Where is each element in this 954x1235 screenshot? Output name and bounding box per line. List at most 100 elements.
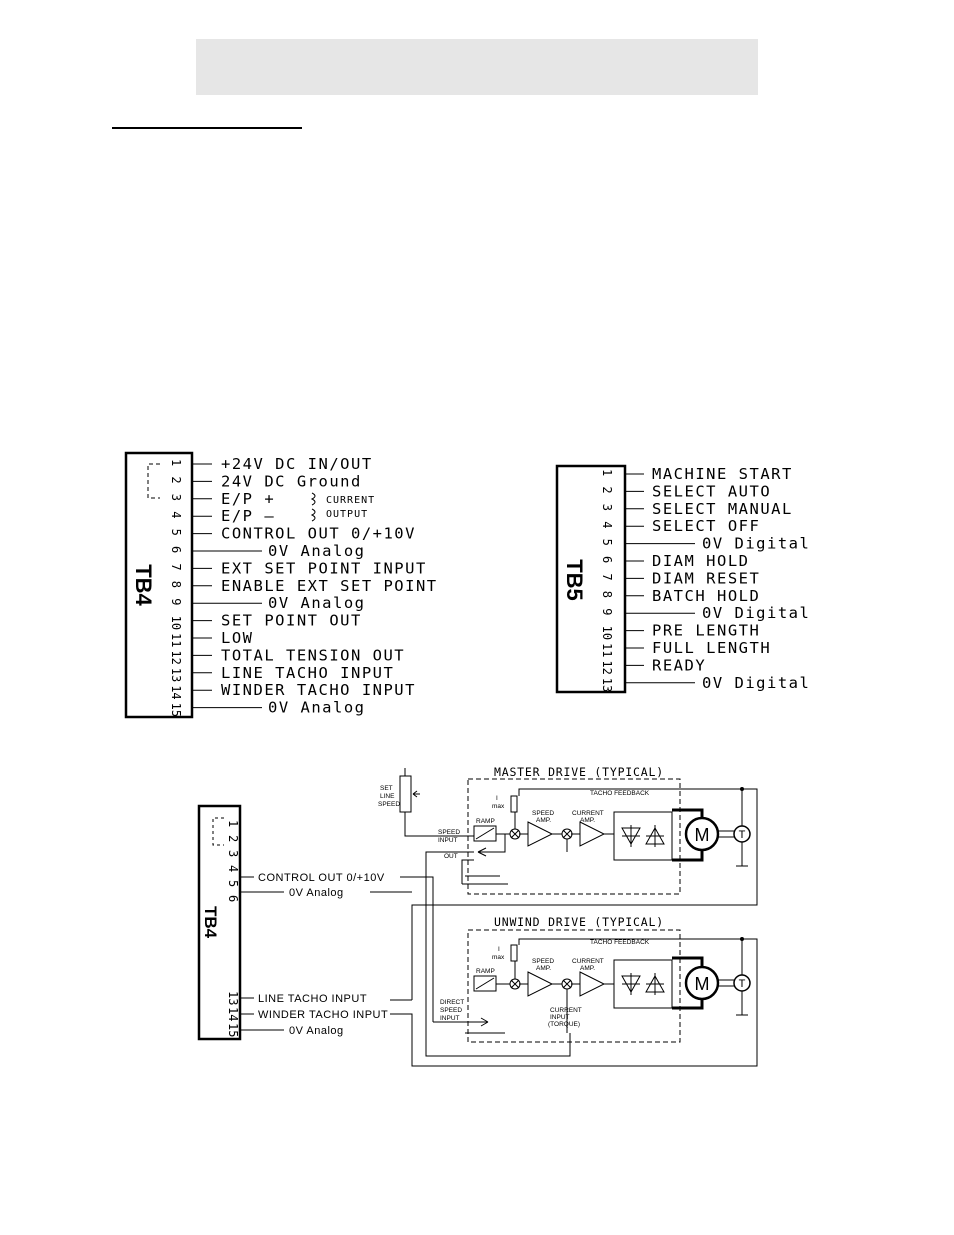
tb5-pin-label: DIAM HOLD bbox=[652, 552, 750, 570]
master-out: OUT bbox=[444, 853, 458, 860]
unwind-shaft bbox=[718, 979, 734, 987]
tb5-pin-number: 6 bbox=[600, 556, 614, 563]
tb5-pin-label: SELECT OFF bbox=[652, 517, 760, 535]
master-drive-title: MASTER DRIVE (TYPICAL) bbox=[494, 765, 664, 779]
unwind-ramp-label: RAMP bbox=[476, 968, 495, 975]
tb4-pin-number: 13 bbox=[169, 668, 183, 682]
wiring-pin-label: 0V Analog bbox=[289, 887, 344, 899]
tb5-pin-number: 12 bbox=[600, 660, 614, 674]
unwind-current-amp-1: CURRENT bbox=[572, 958, 604, 965]
wiring-pin-number: 3 bbox=[226, 850, 240, 857]
tb5-pin-number: 8 bbox=[600, 591, 614, 598]
tb5-pin-number: 9 bbox=[600, 608, 614, 615]
tb5-pin-number: 5 bbox=[600, 539, 614, 546]
tb5-pin-number: 3 bbox=[600, 504, 614, 511]
tb4-pin-number: 7 bbox=[169, 563, 183, 570]
tb4-pin-number: 5 bbox=[169, 529, 183, 536]
unwind-imax-1: I bbox=[498, 946, 500, 953]
winder-tacho-wire bbox=[411, 938, 758, 1067]
wiring-jumper bbox=[212, 817, 224, 846]
tb4-pin-label: CONTROL OUT 0/+10V bbox=[221, 525, 416, 543]
unwind-direct-speed-3: INPUT bbox=[440, 1015, 460, 1022]
master-current-amp-1: CURRENT bbox=[572, 810, 604, 817]
master-sum1-x bbox=[510, 829, 520, 839]
master-node bbox=[740, 787, 744, 791]
tb4-pin-label: LINE TACHO INPUT bbox=[221, 664, 394, 682]
tb5-pin-number: 7 bbox=[600, 573, 614, 580]
tb4-pin-label: 0V Analog bbox=[268, 542, 366, 560]
wiring-pin-label: WINDER TACHO INPUT bbox=[258, 1009, 388, 1021]
master-ramp-slope bbox=[475, 827, 495, 840]
header-bar bbox=[196, 39, 758, 95]
master-motor-label: M bbox=[695, 825, 710, 845]
line-tacho-wire bbox=[411, 788, 758, 1000]
tb4-pin-number: 4 bbox=[169, 511, 183, 518]
master-out-arrow bbox=[477, 834, 506, 857]
tb4-current-note: CURRENT bbox=[326, 495, 375, 506]
master-tacho-label: T bbox=[739, 829, 746, 841]
master-sum2-x bbox=[562, 829, 572, 839]
tb5-pin-number: 10 bbox=[600, 626, 614, 640]
master-ramp-label: RAMP bbox=[476, 818, 495, 825]
pot-wiper bbox=[404, 768, 420, 820]
wiring-pin-number: 14 bbox=[226, 1007, 240, 1021]
master-set-line-speed-2: LINE bbox=[380, 793, 395, 800]
master-thyristors bbox=[621, 825, 665, 847]
master-set-line-speed-3: SPEED bbox=[378, 801, 400, 808]
out-to-current-input-wire bbox=[425, 851, 571, 1057]
master-speed-input-1: SPEED bbox=[438, 829, 460, 836]
wiring-pin-number: 4 bbox=[226, 865, 240, 872]
tb5-pin-label: READY bbox=[652, 656, 706, 674]
tb5-pin-number: 2 bbox=[600, 486, 614, 493]
tb4-pin-label: EXT SET POINT INPUT bbox=[221, 559, 427, 577]
tb4-pin-label: E/P – bbox=[221, 507, 275, 525]
master-ground bbox=[462, 875, 508, 885]
tb5-pin-label: DIAM RESET bbox=[652, 569, 760, 587]
unwind-imax-pot bbox=[510, 944, 518, 962]
tb4-pin-label: ENABLE EXT SET POINT bbox=[221, 577, 438, 595]
unwind-motor bbox=[684, 965, 720, 1001]
unwind-direct-arrow bbox=[460, 1017, 489, 1027]
wiring-tb4-block bbox=[197, 804, 242, 1041]
master-speed-amp-1: SPEED bbox=[532, 810, 554, 817]
tb4-brace bbox=[310, 492, 316, 522]
unwind-speed-amp bbox=[527, 971, 554, 997]
unwind-current-amp bbox=[579, 971, 606, 997]
tb5-pin-number: 1 bbox=[600, 469, 614, 476]
master-motor bbox=[684, 816, 720, 852]
unwind-thyristor-bridge bbox=[613, 959, 673, 1009]
master-speed-amp bbox=[527, 821, 554, 847]
master-thyristor-bridge bbox=[613, 811, 673, 861]
tb5-pin-label: 0V Digital bbox=[702, 604, 810, 622]
tb4-pin-number: 8 bbox=[169, 581, 183, 588]
master-ground-wire bbox=[461, 859, 474, 884]
unwind-direct-speed-2: SPEED bbox=[440, 1007, 462, 1014]
tb5-pin-label: PRE LENGTH bbox=[652, 622, 760, 640]
tb5-pin-label: 0V Digital bbox=[702, 674, 810, 692]
tb4-pin-number: 9 bbox=[169, 598, 183, 605]
tb4-pin-number: 6 bbox=[169, 546, 183, 553]
master-set-line-speed-1: SET bbox=[380, 785, 393, 792]
tb5-terminal-block bbox=[555, 464, 627, 694]
unwind-node bbox=[740, 937, 744, 941]
unwind-sum2-x bbox=[562, 979, 572, 989]
tb5-pin-label: FULL LENGTH bbox=[652, 639, 771, 657]
tb5-pin-label: BATCH HOLD bbox=[652, 587, 760, 605]
master-current-amp bbox=[579, 821, 606, 847]
tb4-pin-number: 1 bbox=[169, 459, 183, 466]
wiring-pin-number: 13 bbox=[226, 991, 240, 1005]
tb4-pin-number: 2 bbox=[169, 476, 183, 483]
wiring-pin-number: 15 bbox=[226, 1023, 240, 1037]
unwind-tacho-feedback: TACHO FEEDBACK bbox=[590, 939, 650, 946]
tb5-pin-label: SELECT AUTO bbox=[652, 482, 771, 500]
wiring-pin-label: LINE TACHO INPUT bbox=[258, 993, 367, 1005]
tb4-title: TB4 bbox=[131, 564, 156, 606]
unwind-drive-box bbox=[467, 929, 681, 1043]
tb4-pin-label: 0V Analog bbox=[268, 594, 366, 612]
wiring-pin-label: CONTROL OUT 0/+10V bbox=[258, 872, 385, 884]
wiring-pin-number: 2 bbox=[226, 835, 240, 842]
tb4-output-note: OUTPUT bbox=[326, 509, 368, 520]
